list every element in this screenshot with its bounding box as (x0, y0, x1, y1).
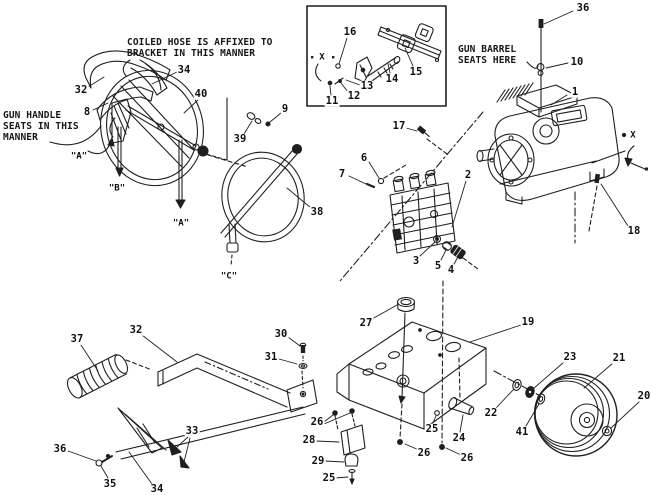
inset-detail-box (306, 5, 447, 107)
callout-29: 29 (310, 454, 326, 467)
pump-art (389, 169, 479, 270)
engine-art (476, 82, 620, 205)
callout-35: 35 (102, 477, 118, 490)
folding-leg-art (117, 407, 163, 454)
note-line: COILED HOSE IS AFFIXED TO (127, 37, 273, 48)
ref-letter-X: X (318, 52, 326, 63)
axle-bolt-art (448, 396, 475, 416)
ref-letter-C: "C" (219, 271, 239, 282)
wheel-hub-art (570, 403, 604, 437)
callout-2: 2 (463, 168, 473, 181)
gun-handle-note: GUN HANDLE SEATS IN THIS MANNER (3, 110, 79, 143)
callout-26: 26 (309, 415, 325, 428)
engine-block-art (494, 97, 620, 201)
callout-36: 36 (52, 442, 68, 455)
callout-5: 5 (433, 259, 443, 272)
callout-40: 40 (193, 87, 209, 100)
callout-26: 26 (416, 446, 432, 459)
note-line: SEATS HERE (458, 55, 517, 66)
note-line: BRACKET IN THIS MANNER (127, 48, 256, 59)
callout-13: 13 (359, 79, 375, 92)
handle-grip-art (66, 353, 129, 399)
lower-handle-art (66, 342, 318, 469)
callout-30: 30 (273, 327, 289, 340)
callout-37: 37 (69, 332, 85, 345)
callout-32: 32 (73, 83, 89, 96)
callout-9: 9 (280, 102, 290, 115)
callout-28: 28 (301, 433, 317, 446)
callout-34: 34 (176, 63, 192, 76)
callout-25: 25 (424, 422, 440, 435)
callout-3: 3 (411, 254, 421, 267)
wand-fasteners-art (205, 97, 271, 161)
callout-27: 27 (358, 316, 374, 329)
callout-4: 4 (446, 263, 456, 276)
callout-41: 41 (514, 425, 530, 438)
callout-36: 36 (575, 1, 591, 14)
callout-12: 12 (346, 89, 362, 102)
callout-31: 31 (263, 350, 279, 363)
coiled-hose-note: COILED HOSE IS AFFIXED TO BRACKET IN THI… (127, 37, 273, 59)
ref-letter-X: X (629, 130, 637, 141)
callout-11: 11 (324, 94, 340, 107)
callout-7: 7 (337, 167, 347, 180)
note-line: GUN HANDLE (3, 110, 62, 121)
base-frame-art (332, 280, 487, 485)
upper-handle-art (49, 50, 249, 209)
note-line: SEATS IN THIS (3, 121, 79, 132)
callout-32: 32 (128, 323, 144, 336)
callout-8: 8 (82, 105, 92, 118)
ref-letter-B: "B" (107, 183, 127, 194)
callout-38: 38 (309, 205, 325, 218)
callout-14: 14 (384, 72, 400, 85)
inset-detail-art (306, 5, 447, 107)
mid-fasteners-art (339, 111, 648, 282)
foot-bracket-art (340, 424, 366, 456)
wheel-art (493, 370, 618, 457)
gun-barrel-note: GUN BARREL SEATS HERE (458, 44, 516, 66)
coiled-hose-art (220, 143, 305, 267)
callout-22: 22 (483, 406, 499, 419)
callout-17: 17 (391, 119, 407, 132)
note-line: MANNER (3, 132, 38, 143)
callout-15: 15 (408, 65, 424, 78)
callout-24: 24 (451, 431, 467, 444)
callout-10: 10 (569, 55, 585, 68)
callout-21: 21 (611, 351, 627, 364)
ref-letter-A: "A" (171, 218, 191, 229)
callout-1: 1 (570, 85, 580, 98)
callout-26: 26 (459, 451, 475, 464)
callout-39: 39 (232, 132, 248, 145)
callout-34: 34 (149, 482, 165, 495)
gun-barrel-art (526, 19, 545, 113)
callout-6: 6 (359, 151, 369, 164)
callout-20: 20 (636, 389, 652, 402)
note-line: GUN BARREL (458, 44, 517, 55)
base-top-art (348, 321, 487, 394)
callout-25: 25 (321, 471, 337, 484)
callout-23: 23 (562, 350, 578, 363)
leader-lines (67, 10, 641, 485)
callout-18: 18 (626, 224, 642, 237)
callout-19: 19 (520, 315, 536, 328)
callout-33: 33 (184, 424, 200, 437)
rubber-foot-art (344, 453, 359, 467)
callout-16: 16 (342, 25, 358, 38)
ref-letter-A: "A" (69, 151, 89, 162)
